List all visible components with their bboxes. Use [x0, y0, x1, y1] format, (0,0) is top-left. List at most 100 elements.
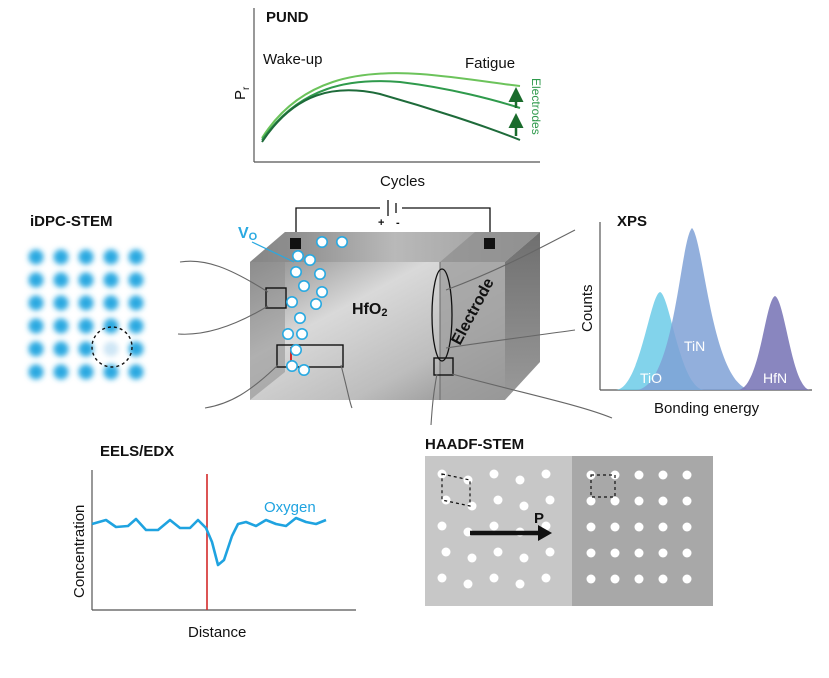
electrode-cross-section [431, 268, 453, 362]
device-left-electrode-face [250, 232, 285, 400]
battery-plus: + [378, 217, 384, 229]
idpc-atom [103, 272, 119, 288]
haadf-atom-left [541, 573, 551, 583]
idpc-atom [103, 295, 119, 311]
idpc-atom [103, 249, 119, 265]
idpc-atom [53, 341, 69, 357]
vacancy-circle [295, 327, 308, 340]
leader-eels-left [204, 364, 279, 409]
vacancy-circle [303, 254, 316, 267]
haadf-region-box [433, 357, 454, 376]
circuit-wire-right [402, 207, 491, 240]
haadf-atom-right [586, 548, 596, 558]
vacancy-circle [315, 236, 328, 249]
pund-y-label: Pr [232, 86, 252, 100]
eels-y-label-wrap: Concentration [71, 505, 88, 598]
idpc-atom [28, 318, 44, 334]
leader-haadf-right [451, 373, 613, 419]
pund-panel: PUND Wake-up Fatigue Pr Cycles Electrode… [232, 8, 543, 190]
idpc-atom [128, 249, 144, 265]
material-label-sub: 2 [381, 307, 387, 319]
pund-fatigue-label: Fatigue [465, 55, 515, 72]
haadf-atom-right [610, 574, 620, 584]
pund-y-label-sub: r [241, 86, 252, 90]
eels-y-label: Concentration [71, 505, 88, 598]
haadf-atom-right [682, 574, 692, 584]
vacancy-label-main: V [238, 225, 249, 242]
vacancy-label-leader [251, 241, 295, 263]
pund-electrodes-label-wrap: Electrodes [529, 78, 543, 135]
haadf-atom-right [658, 548, 668, 558]
xps-x-label: Bonding energy [654, 400, 760, 417]
idpc-atom [103, 318, 119, 334]
haadf-atom-right [682, 496, 692, 506]
idpc-atom [53, 318, 69, 334]
haadf-atom-left [489, 521, 499, 531]
xps-peak-label-tio: TiO [640, 370, 662, 386]
haadf-atom-left [541, 521, 551, 531]
haadf-atom-right [658, 496, 668, 506]
eels-oxygen-line [91, 516, 327, 567]
haadf-atom-left [545, 495, 555, 505]
haadf-atom-left [467, 553, 477, 563]
haadf-unit-cell-left [441, 473, 471, 507]
vacancy-circle [285, 295, 298, 308]
haadf-atom-right [634, 496, 644, 506]
material-label-main: HfO [352, 301, 381, 318]
haadf-atom-left [515, 579, 525, 589]
leader-idpc-top [179, 260, 269, 293]
idpc-atom [78, 318, 94, 334]
idpc-atom [128, 295, 144, 311]
vacancy-label-sub: O [249, 231, 258, 243]
pund-curve-1 [261, 72, 521, 139]
haadf-atom-right [682, 470, 692, 480]
haadf-polarization-arrow-head [538, 525, 552, 541]
device-right-electrode-face [440, 262, 505, 400]
haadf-panel: HAADF-STEM P [425, 436, 713, 606]
haadf-atom-right [610, 548, 620, 558]
idpc-atom [53, 249, 69, 265]
idpc-atom [128, 318, 144, 334]
idpc-atom [28, 295, 44, 311]
haadf-atom-left [519, 501, 529, 511]
haadf-unit-cell-right [590, 474, 616, 498]
xps-peak-hfn [738, 296, 810, 390]
vacancy-circle [309, 297, 322, 310]
idpc-atom [53, 272, 69, 288]
pund-curve-2 [261, 80, 521, 141]
haadf-atom-right [610, 496, 620, 506]
vacancy-circle [313, 267, 326, 280]
haadf-atom-left [519, 553, 529, 563]
pund-electrodes-label: Electrodes [529, 78, 543, 135]
vacancy-label: VO [238, 225, 258, 243]
pund-curve-3 [261, 89, 521, 143]
haadf-atom-right [586, 522, 596, 532]
leader-eels-right [340, 364, 353, 409]
xps-peak-label-hfn: HfN [763, 370, 787, 386]
idpc-atom [53, 364, 69, 380]
haadf-atom-right [658, 470, 668, 480]
idpc-vacancy-atom [103, 341, 119, 357]
idpc-atom [128, 272, 144, 288]
vacancy-dots [281, 236, 348, 376]
eels-x-label: Distance [188, 624, 246, 641]
circuit-wire-left [295, 207, 380, 240]
vacancy-circle [297, 363, 310, 376]
battery-minus: - [396, 217, 400, 229]
haadf-atom-left [489, 469, 499, 479]
haadf-atom-left [493, 547, 503, 557]
device-side-face [505, 232, 540, 400]
contact-left [290, 238, 301, 249]
vacancy-circle [281, 327, 294, 340]
idpc-atom [28, 364, 44, 380]
device-panel: + - VO HfO2 Electrode [177, 200, 613, 426]
vacancy-circle [289, 343, 302, 356]
haadf-atom-right [658, 522, 668, 532]
haadf-atom-left [545, 547, 555, 557]
haadf-atom-right [634, 470, 644, 480]
idpc-atom [78, 295, 94, 311]
haadf-atom-grid [437, 469, 692, 589]
material-label: HfO2 [352, 301, 387, 319]
eels-region-box [276, 344, 344, 368]
